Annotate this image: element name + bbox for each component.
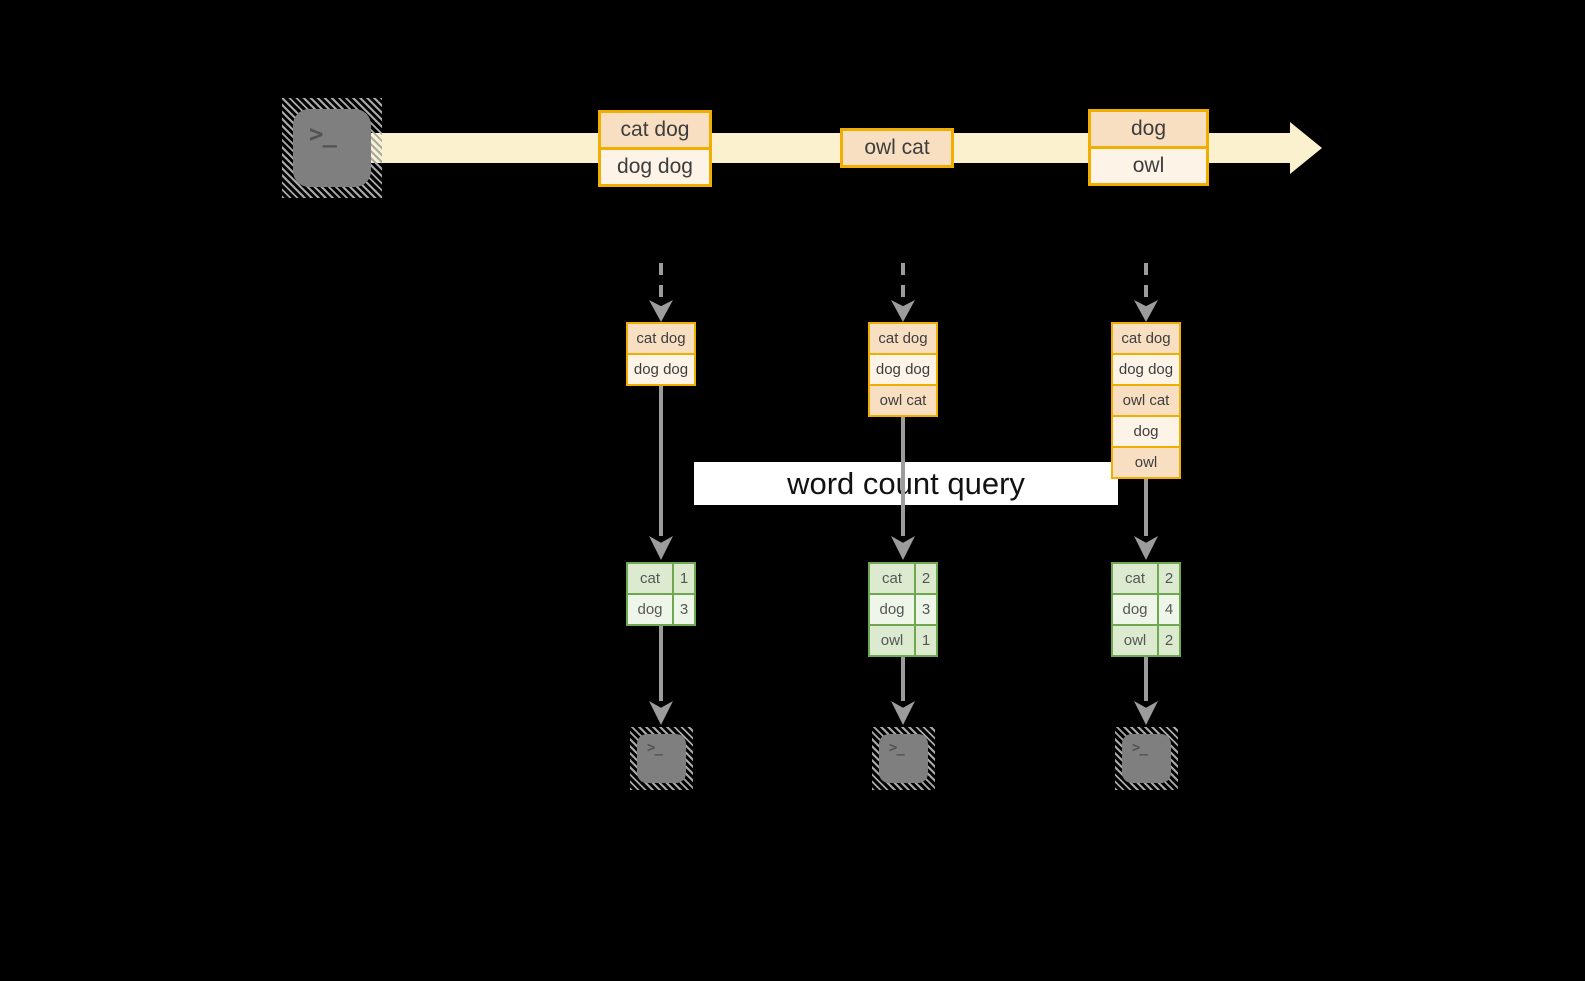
result-table-3: cat 2 dog 4 owl 2 [1111,562,1181,657]
input-cell: cat dog [870,324,936,353]
terminal-body [293,109,371,187]
count-cell: 1 [674,564,694,593]
terminal-body [637,734,686,783]
terminal-sink-icon: >_ [630,727,693,790]
query-arrowhead-icon [649,536,673,560]
query-arrow-line [901,417,905,536]
query-arrowhead-icon [1134,536,1158,560]
microbatch-arrow-line [1144,263,1148,301]
stream-event-cell: dog dog [601,150,709,184]
input-cell: dog [1113,417,1179,446]
input-cell: dog dog [870,355,936,384]
query-arrow-line [659,386,663,536]
word-cell: cat [1113,564,1157,593]
count-cell: 2 [916,564,936,593]
count-cell: 2 [1159,564,1179,593]
terminal-sink-icon: >_ [1115,727,1178,790]
terminal-prompt-glyph: >_ [309,120,337,148]
input-table-2: cat dog dog dog owl cat [868,322,938,417]
input-cell: owl cat [1113,386,1179,415]
terminal-body [879,734,928,783]
input-cell: cat dog [1113,324,1179,353]
input-table-1: cat dog dog dog [626,322,696,386]
stream-event-cell: owl cat [843,131,951,165]
result-table-2: cat 2 dog 3 owl 1 [868,562,938,657]
stream-event-box-3: dog owl [1088,109,1209,186]
word-cell: dog [628,595,672,624]
query-arrowhead-icon [891,536,915,560]
microbatch-arrow-line [901,263,905,301]
count-cell: 4 [1159,595,1179,624]
input-cell: cat dog [628,324,694,353]
result-table-1: cat 1 dog 3 [626,562,696,626]
query-arrow-line [1144,479,1148,536]
word-cell: owl [1113,626,1157,655]
output-arrow-line [659,626,663,701]
stream-event-cell: cat dog [601,113,709,147]
word-cell: dog [1113,595,1157,624]
stream-event-box-2: owl cat [840,128,954,168]
terminal-prompt-glyph: >_ [889,740,905,756]
input-table-3: cat dog dog dog owl cat dog owl [1111,322,1181,479]
input-cell: owl [1113,448,1179,477]
terminal-sink-icon: >_ [872,727,935,790]
count-cell: 1 [916,626,936,655]
stream-event-box-1: cat dog dog dog [598,110,712,187]
input-cell: owl cat [870,386,936,415]
input-stream-arrowhead-icon [1290,122,1322,174]
query-label: word count query [694,462,1118,505]
microbatch-arrowhead-icon [1134,300,1158,322]
output-arrow-line [1144,657,1148,701]
terminal-prompt-glyph: >_ [1132,740,1148,756]
count-cell: 2 [1159,626,1179,655]
microbatch-arrow-line [659,263,663,301]
stream-event-cell: dog [1091,112,1206,146]
input-cell: dog dog [628,355,694,384]
output-arrow-line [901,657,905,701]
microbatch-arrowhead-icon [649,300,673,322]
output-arrowhead-icon [649,701,673,725]
terminal-prompt-glyph: >_ [647,740,663,756]
word-cell: dog [870,595,914,624]
count-cell: 3 [916,595,936,624]
terminal-source-icon: >_ [282,98,382,198]
word-cell: owl [870,626,914,655]
word-cell: cat [870,564,914,593]
input-cell: dog dog [1113,355,1179,384]
stream-event-cell: owl [1091,149,1206,183]
microbatch-arrowhead-icon [891,300,915,322]
count-cell: 3 [674,595,694,624]
terminal-body [1122,734,1171,783]
output-arrowhead-icon [1134,701,1158,725]
output-arrowhead-icon [891,701,915,725]
word-cell: cat [628,564,672,593]
